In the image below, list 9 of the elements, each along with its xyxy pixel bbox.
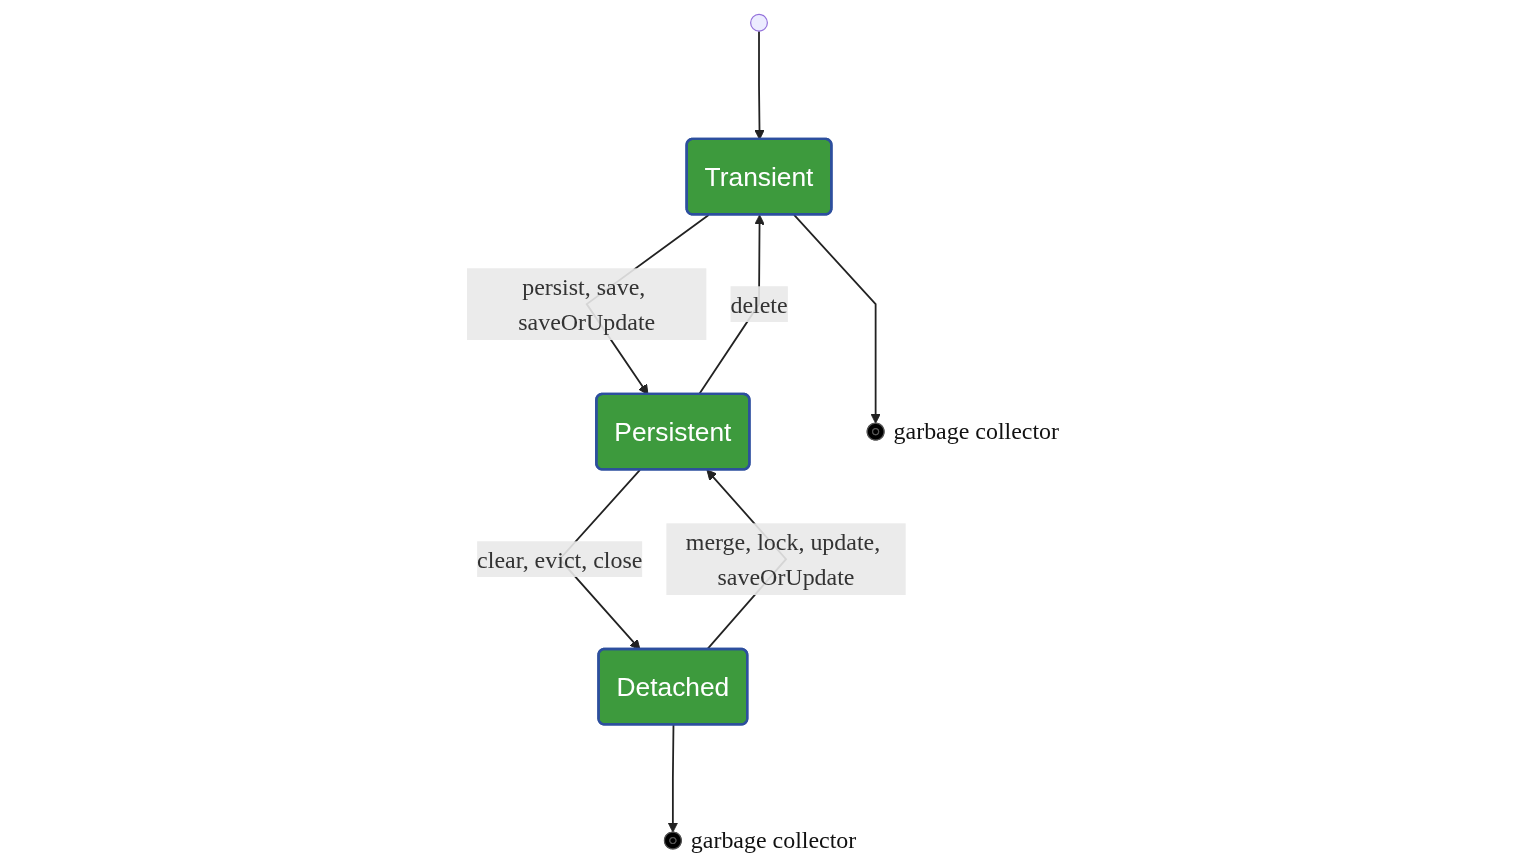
edge-label: merge, lock, update, saveOrUpdate	[685, 528, 881, 591]
arrow	[793, 214, 881, 424]
arrow	[667, 724, 679, 833]
node-caption: garbage collector	[690, 826, 857, 853]
node-circle	[750, 13, 768, 32]
edge-label: delete	[730, 290, 788, 318]
edge-label: clear, evict, close	[477, 545, 643, 573]
edge-label: persist, save, saveOrUpdate	[518, 272, 656, 336]
node-caption: garbage collector	[893, 417, 1060, 444]
